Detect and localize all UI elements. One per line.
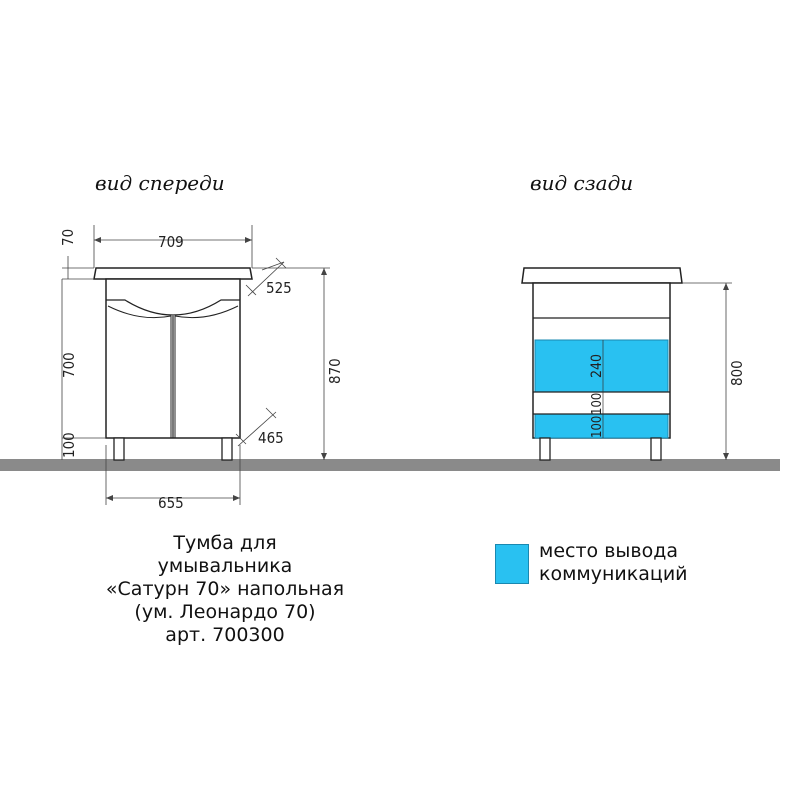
caption-line-2: умывальника <box>157 555 293 577</box>
dim-depth-top: 525 <box>266 279 292 297</box>
caption-line-5: арт. 700300 <box>165 624 285 646</box>
back-basin-top <box>521 267 683 284</box>
dim-comm-zone-height: 240 <box>589 354 605 378</box>
front-leg-right <box>221 437 233 461</box>
legend-text: место вывода коммуникаций <box>539 540 688 586</box>
back-comm-zone-lower <box>534 413 669 439</box>
front-view-title: вид спереди <box>95 171 225 195</box>
floor-line <box>0 459 780 471</box>
dim-top-height: 70 <box>59 229 77 246</box>
legend-swatch <box>495 544 529 584</box>
front-door-right-top <box>174 305 239 319</box>
dim-body-height: 700 <box>60 352 78 378</box>
dim-depth-bottom: 465 <box>258 429 284 447</box>
front-basin-top <box>93 267 253 280</box>
legend-line-1: место вывода <box>539 540 679 562</box>
back-comm-zone <box>534 339 669 393</box>
dim-back-height: 800 <box>728 360 746 386</box>
front-view: вид спереди 709 70 700 100 <box>59 171 344 512</box>
dim-total-height: 870 <box>326 358 344 384</box>
legend-line-2: коммуникаций <box>539 563 688 585</box>
back-view-title: вид сзади <box>530 171 633 195</box>
product-caption: Тумба для умывальника «Сатурн 70» наполь… <box>60 532 390 647</box>
caption-line-3: «Сатурн 70» напольная <box>105 578 345 600</box>
caption-line-4: (ум. Леонардо 70) <box>134 601 316 623</box>
dim-top-width: 709 <box>158 233 184 251</box>
front-door-left-top <box>107 305 172 319</box>
dim-body-width: 655 <box>158 494 184 512</box>
front-basin-curve <box>106 299 240 316</box>
front-leg-left <box>113 437 125 461</box>
caption-line-1: Тумба для <box>173 532 277 554</box>
back-view: вид сзади 240 100 100 800 <box>521 171 746 461</box>
dim-comm-offset-1: 100 <box>590 393 605 415</box>
dim-comm-offset-2: 100 <box>590 416 605 438</box>
back-leg-right <box>650 437 662 461</box>
back-leg-left <box>539 437 551 461</box>
dim-leg-height: 100 <box>60 432 78 458</box>
legend: место вывода коммуникаций <box>495 540 688 586</box>
